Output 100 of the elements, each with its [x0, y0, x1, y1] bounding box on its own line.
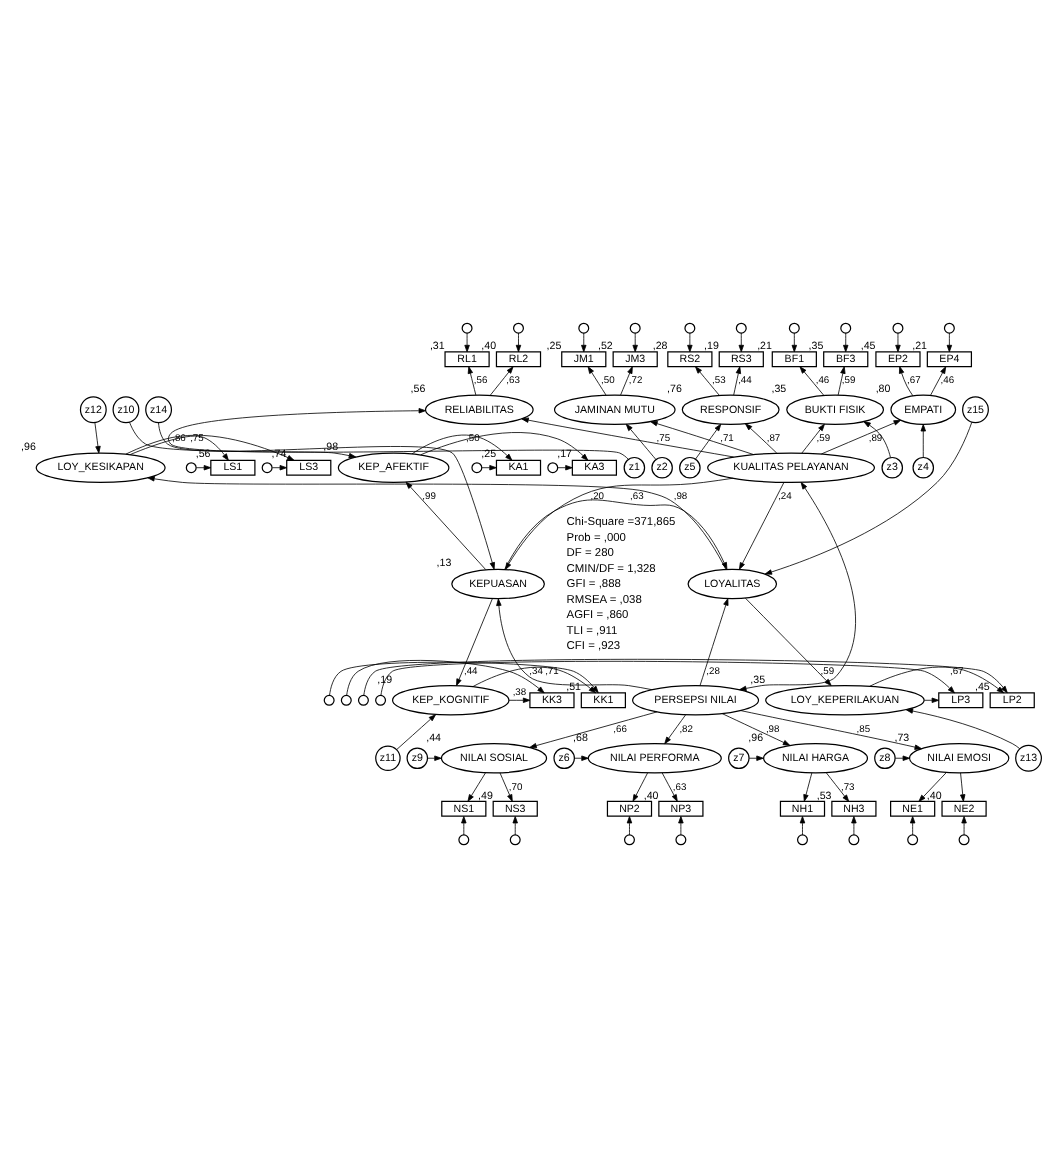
arrow — [803, 771, 813, 801]
arrow — [695, 422, 722, 459]
arrow — [918, 771, 947, 801]
arrow — [420, 431, 589, 460]
arrow — [472, 665, 597, 693]
arrow — [396, 713, 436, 750]
arrow — [461, 815, 467, 835]
node-circle — [675, 833, 687, 845]
node-circle — [958, 833, 970, 845]
arrow — [869, 665, 1005, 693]
arrow — [721, 712, 791, 745]
node-circle — [907, 833, 919, 845]
arrow — [521, 416, 734, 457]
arrow — [661, 771, 678, 801]
arrow — [464, 331, 470, 352]
arrow — [946, 331, 953, 352]
arrow — [745, 596, 832, 685]
arrow — [496, 597, 653, 690]
node-circle — [261, 461, 273, 473]
arrow — [825, 771, 850, 801]
arrow — [512, 815, 518, 835]
arrow — [699, 597, 729, 685]
node-circle — [735, 321, 747, 333]
arrow — [764, 420, 973, 574]
arrow — [125, 433, 295, 460]
arrow — [960, 771, 966, 801]
arrow — [411, 433, 513, 460]
arrow — [733, 365, 742, 395]
arrow — [664, 713, 686, 744]
arrow — [147, 475, 727, 569]
arrow — [129, 420, 357, 458]
arrow — [695, 365, 720, 395]
node-circle — [461, 321, 473, 333]
node-circle — [471, 461, 483, 473]
node-circle — [578, 321, 590, 333]
arrow — [456, 597, 493, 685]
node-circle — [797, 833, 808, 845]
arrow — [363, 657, 1008, 695]
arrow — [863, 420, 891, 457]
arrow — [626, 815, 633, 835]
arrow — [745, 422, 778, 453]
arrow — [791, 331, 797, 352]
node-circle — [458, 833, 470, 845]
arrow — [923, 696, 939, 702]
arrow — [899, 365, 914, 396]
arrow — [909, 815, 916, 835]
arrow — [158, 421, 495, 569]
arrow — [895, 331, 901, 352]
arrow — [920, 423, 926, 457]
arrow — [505, 476, 734, 569]
node-circle — [892, 321, 904, 333]
arrow — [961, 815, 967, 835]
arrow — [129, 434, 229, 460]
arrow — [687, 331, 693, 352]
arrow — [587, 365, 607, 395]
node-circle — [848, 833, 860, 845]
arrow — [467, 365, 477, 395]
arrow — [504, 498, 728, 569]
arrow — [271, 464, 287, 470]
arrow — [738, 331, 744, 352]
node-circle — [185, 461, 197, 473]
arrow — [632, 331, 638, 352]
arrow — [739, 480, 785, 569]
arrow — [489, 365, 514, 395]
arrow — [515, 331, 522, 352]
arrow — [843, 331, 849, 352]
arrow — [801, 422, 825, 453]
arrow — [678, 815, 684, 835]
arrow — [581, 331, 587, 352]
node-circle — [323, 693, 335, 705]
node-circle — [629, 321, 641, 333]
arrow — [739, 481, 856, 691]
arrow — [427, 754, 442, 760]
arrow — [94, 421, 101, 453]
arrow — [650, 420, 754, 454]
arrow — [799, 815, 806, 835]
arrow — [837, 365, 846, 395]
node-circle — [509, 833, 521, 845]
arrow — [930, 365, 947, 395]
node-circle — [943, 321, 955, 333]
node-circle — [788, 321, 800, 333]
node-circle — [513, 321, 524, 333]
arrow — [329, 660, 599, 695]
arrow — [574, 754, 589, 760]
node-circle — [684, 321, 696, 333]
arrow — [467, 771, 486, 801]
node-circle — [840, 321, 852, 333]
arrow — [380, 659, 955, 695]
arrow — [620, 365, 633, 395]
arrow — [346, 658, 545, 695]
arrow — [196, 464, 212, 470]
arrow — [905, 707, 1021, 749]
arrow — [481, 464, 497, 470]
arrow — [799, 365, 825, 395]
arrow — [499, 771, 513, 801]
arrow — [625, 422, 657, 459]
arrow — [405, 480, 487, 569]
arrow — [851, 815, 857, 835]
arrow — [740, 709, 922, 749]
arrow — [632, 771, 648, 801]
